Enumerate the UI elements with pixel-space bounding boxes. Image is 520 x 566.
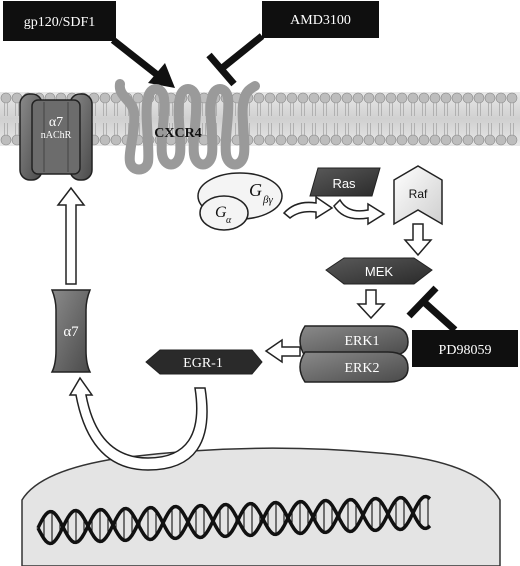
raf-node: Raf [393, 165, 443, 226]
pd98059-label-box: PD98059 [412, 330, 518, 367]
cxcr4-receptor: CXCR4 [114, 79, 260, 175]
alpha7-label: α7 [63, 324, 79, 340]
egr1-node: EGR-1 [145, 349, 263, 375]
hollow-arrow-icon [264, 338, 301, 364]
g-protein-complex: G βγ G α [197, 172, 283, 231]
hollow-arrow-icon [68, 376, 208, 471]
nachr-label: nAChR [41, 130, 72, 141]
g-beta-gamma-label: G [249, 180, 262, 200]
gp120-sdf1-label: gp120/SDF1 [24, 15, 96, 30]
g-alpha-label: G [215, 204, 227, 221]
alpha7-subunit: α7 [50, 289, 92, 373]
hollow-arrow-icon [282, 195, 334, 220]
erk1-label: ERK1 [345, 334, 380, 349]
erk-complex: ERK1 ERK2 [299, 325, 409, 383]
hollow-arrow-icon [403, 223, 433, 257]
alpha7-nachr-channel: α7 nAChR [19, 93, 93, 181]
alpha-subscript: α [226, 215, 232, 226]
nachr-alpha7-label: α7 [49, 115, 63, 130]
cxcr4-label: CXCR4 [154, 126, 201, 141]
ras-node: Ras [309, 167, 381, 197]
hollow-arrow-icon [56, 186, 86, 285]
egr1-label: EGR-1 [183, 356, 223, 371]
amd3100-label: AMD3100 [290, 13, 351, 28]
beta-gamma-subscript: βγ [262, 194, 273, 206]
erk2-label: ERK2 [345, 361, 380, 376]
mek-label: MEK [365, 264, 394, 279]
pd98059-label: PD98059 [439, 343, 492, 358]
mek-node: MEK [325, 257, 433, 285]
hollow-arrow-icon [356, 289, 386, 320]
dna-helix-icon [36, 494, 432, 546]
nucleus [21, 447, 501, 566]
activation-arrow-icon [110, 37, 175, 88]
gp120-sdf1-label-box: gp120/SDF1 [3, 1, 116, 41]
inhibition-bar-icon [406, 285, 458, 333]
raf-label: Raf [409, 187, 428, 201]
hollow-arrow-icon [333, 198, 386, 226]
ras-label: Ras [332, 176, 356, 191]
inhibition-bar-icon [206, 33, 265, 87]
amd3100-label-box: AMD3100 [262, 1, 379, 38]
